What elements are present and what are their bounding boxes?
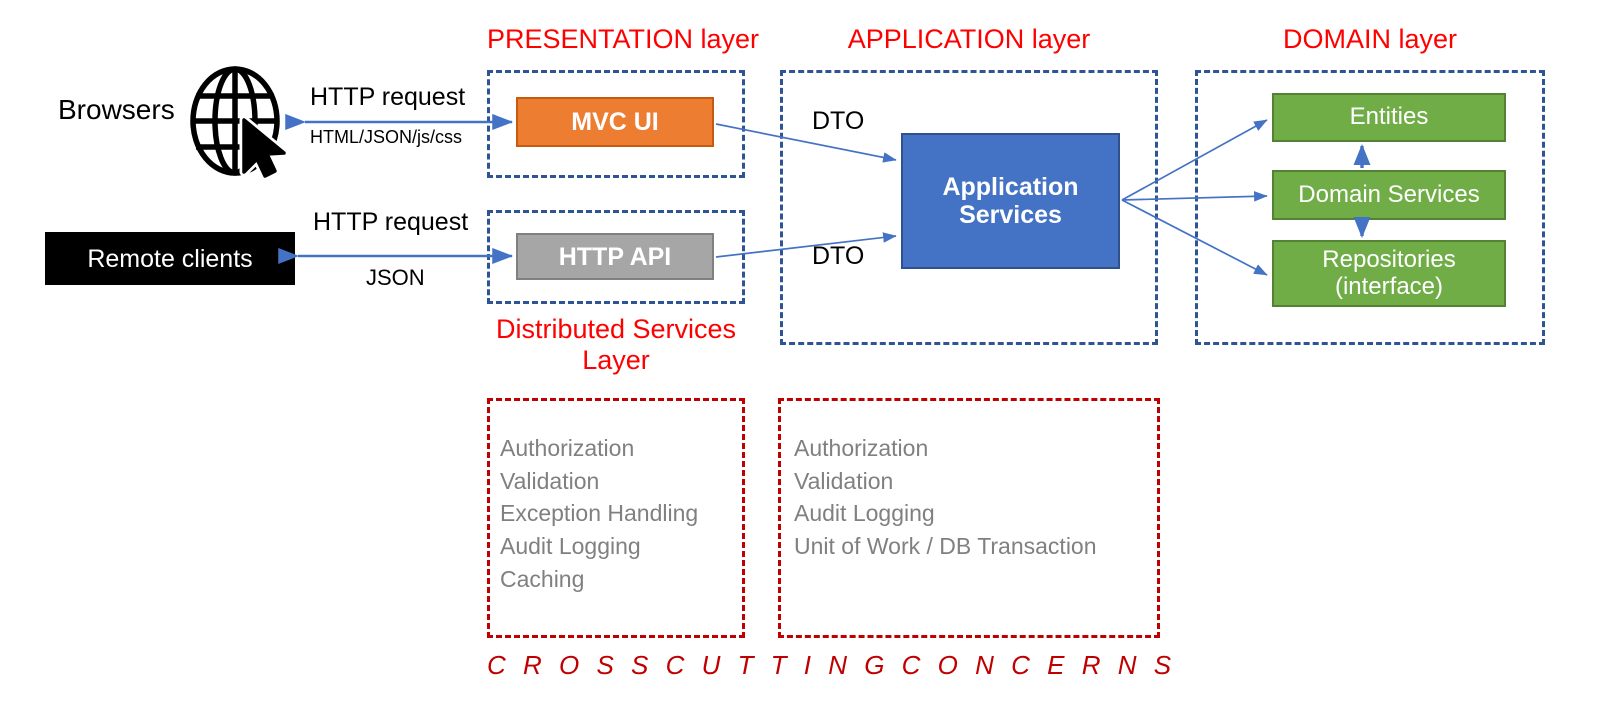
repositories-label-line2: (interface) bbox=[1334, 272, 1444, 300]
presentation-layer-caption: PRESENTATION layer bbox=[487, 24, 760, 54]
domain-layer-caption: DOMAIN layer bbox=[1282, 24, 1458, 54]
remote-clients-label: Remote clients bbox=[87, 244, 253, 273]
cross-cutting-concerns-title: C R O S S C U T T I N G C O N C E R N S bbox=[487, 650, 1177, 680]
presentation-cross-cutting-list: Authorization Validation Exception Handl… bbox=[500, 435, 699, 592]
mvc-ui-box: MVC UI bbox=[516, 97, 714, 147]
distributed-services-layer-caption: Distributed Services Layer bbox=[495, 314, 737, 376]
remote-http-request-label: HTTP request bbox=[313, 208, 469, 236]
domain-services-label: Domain Services bbox=[1298, 180, 1480, 208]
mvc-ui-label: MVC UI bbox=[571, 108, 659, 136]
remote-clients-box: Remote clients bbox=[45, 232, 295, 285]
dto-bottom-label: DTO bbox=[812, 242, 865, 270]
repositories-label-line1: Repositories bbox=[1322, 245, 1456, 273]
globe-with-cursor-icon bbox=[187, 64, 292, 181]
entities-box: Entities bbox=[1272, 93, 1506, 142]
browser-http-request-label: HTTP request bbox=[310, 83, 466, 111]
domain-services-box: Domain Services bbox=[1272, 170, 1506, 220]
browser-response-label: HTML/JSON/js/css bbox=[310, 127, 463, 147]
presentation-cross-cutting-box bbox=[487, 398, 745, 638]
browsers-label: Browsers bbox=[58, 94, 175, 125]
http-api-label: HTTP API bbox=[558, 242, 672, 271]
application-services-label-line2: Services bbox=[959, 201, 1062, 229]
repositories-box: Repositories (interface) bbox=[1272, 240, 1506, 307]
application-cross-cutting-box bbox=[778, 398, 1160, 638]
application-services-label-line1: Application bbox=[942, 173, 1079, 201]
application-services-box: Application Services bbox=[901, 133, 1120, 269]
application-layer-caption: APPLICATION layer bbox=[847, 24, 1091, 54]
http-api-box: HTTP API bbox=[516, 233, 714, 280]
remote-response-label: JSON bbox=[366, 265, 425, 290]
entities-label: Entities bbox=[1349, 103, 1429, 131]
dto-top-label: DTO bbox=[812, 107, 865, 135]
application-cross-cutting-list: Authorization Validation Audit Logging U… bbox=[794, 435, 1097, 559]
